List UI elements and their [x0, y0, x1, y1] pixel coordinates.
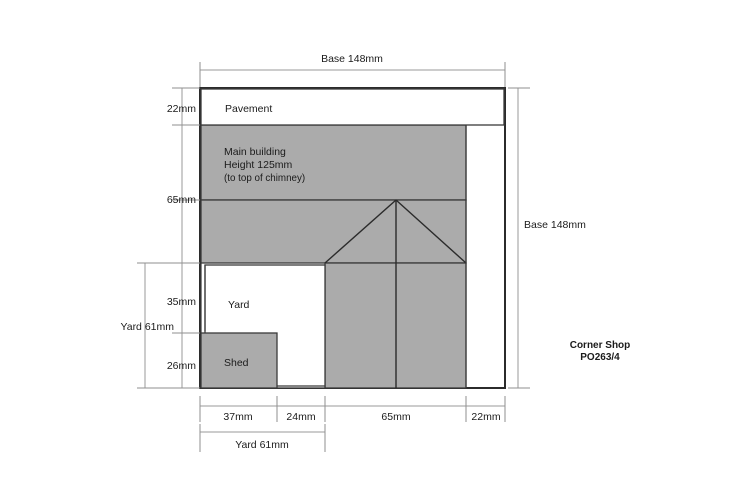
dimension-yard-total-vertical: Yard 61mm [121, 262, 175, 389]
main-building-label-line1: Main building [224, 146, 286, 158]
dimension-yard-total-horizontal: Yard 61mm [199, 424, 326, 452]
dimension-base-right-label: Base 148mm [524, 219, 586, 231]
dimension-yard-gap-width-label: 24mm [286, 411, 315, 423]
dimension-base-right: Base 148mm [508, 87, 586, 389]
dimension-pavement-depth-label: 22mm [167, 103, 196, 115]
yard-label: Yard [228, 299, 250, 311]
main-building-label-group: Main building Height 125mm (to top of ch… [224, 146, 305, 184]
dimension-building-width-label: 65mm [381, 411, 410, 423]
pavement-strip [200, 88, 505, 126]
shed-area: Shed [200, 332, 278, 389]
dimension-chain-horizontal: 37mm 24mm 65mm 22mm [199, 396, 506, 423]
dimension-yard-depth-label: 35mm [167, 296, 196, 308]
dimension-chain-vertical-inner: 22mm 65mm 35mm 26mm [167, 87, 200, 389]
dimension-base-top: Base 148mm [199, 53, 506, 92]
dimension-side-strip-width-label: 22mm [471, 411, 500, 423]
title-line-1: Corner Shop [570, 340, 631, 351]
main-building-roof-block [200, 199, 467, 264]
shed-label: Shed [224, 357, 249, 369]
main-building-label-line3: (to top of chimney) [224, 173, 305, 184]
main-building-upper-block [200, 124, 467, 201]
main-building-label-line2: Height 125mm [224, 159, 293, 171]
pavement-area: Pavement [200, 88, 505, 126]
roof-ridge-lines [324, 199, 467, 388]
shed-rect [200, 332, 278, 389]
dimension-yard-total-vertical-label: Yard 61mm [121, 321, 175, 333]
pavement-label: Pavement [225, 103, 272, 115]
dimension-yard-total-horizontal-label: Yard 61mm [235, 439, 289, 451]
title-block: Corner Shop PO263/4 [570, 340, 631, 363]
dimension-base-top-label: Base 148mm [321, 53, 383, 65]
dimension-building-depth-label: 65mm [167, 194, 196, 206]
dimension-shed-width-label: 37mm [223, 411, 252, 423]
title-line-2: PO263/4 [580, 352, 620, 363]
dimension-shed-depth-label: 26mm [167, 360, 196, 372]
